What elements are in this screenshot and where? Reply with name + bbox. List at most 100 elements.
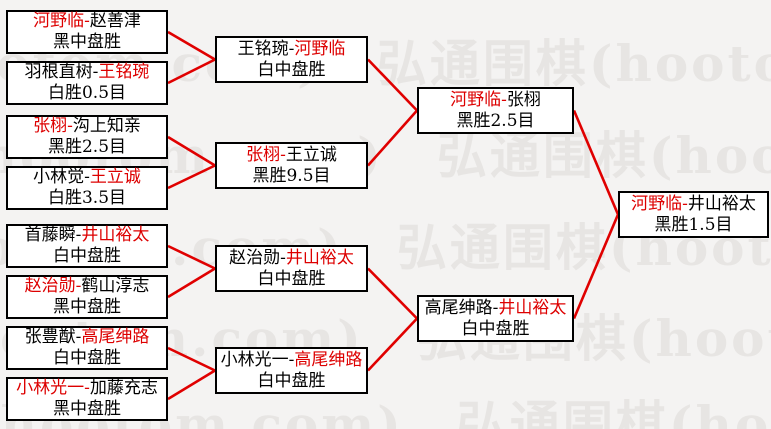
match-players: 王铭琬-河野临 xyxy=(238,39,346,60)
match-players: 小林光一-高尾绅路 xyxy=(221,350,363,371)
match-box-round-2-1: 王铭琬-河野临 白中盘胜 xyxy=(215,36,368,83)
connector-line xyxy=(572,213,620,320)
player2-name: 沟上知亲 xyxy=(72,116,141,136)
player1-name: 小林光一 xyxy=(220,349,289,370)
players-dash: - xyxy=(84,378,90,398)
match-box-round-1-6: 赵治勋-鹤山淳志 黑中盘胜 xyxy=(6,275,168,319)
players-dash: - xyxy=(288,38,295,59)
player2-name: 鹤山淳志 xyxy=(81,276,150,296)
match-result: 黑胜2.5目 xyxy=(456,110,535,131)
players-dash: - xyxy=(501,89,507,110)
match-result: 白中盘胜 xyxy=(53,246,121,266)
match-players: 首藤瞬-井山裕太 xyxy=(25,225,150,246)
player2-name: 王立诚 xyxy=(89,167,141,187)
player2-name: 王立诚 xyxy=(285,144,337,165)
player1-name: 赵治勋 xyxy=(229,247,281,268)
match-result: 黑中盘胜 xyxy=(53,32,121,52)
connector-line xyxy=(167,58,216,85)
players-dash: - xyxy=(67,116,73,136)
player1-name: 张栩 xyxy=(33,116,68,136)
match-result: 白中盘胜 xyxy=(257,370,326,391)
connector-line xyxy=(572,109,620,216)
match-box-round-2-4: 小林光一-高尾绅路 白中盘胜 xyxy=(215,347,368,394)
match-result: 白胜0.5目 xyxy=(47,83,127,103)
match-result: 白胜3.5目 xyxy=(47,188,127,208)
match-players: 张栩-王立诚 xyxy=(246,145,337,166)
match-box-final-1: 河野临-井山裕太 黑胜1.5目 xyxy=(618,191,769,238)
connector-line xyxy=(167,244,216,270)
match-box-semifinal-2: 高尾绅路-井山裕太 白中盘胜 xyxy=(417,295,574,342)
players-dash: - xyxy=(84,11,90,31)
match-box-round-1-4: 小林觉-王立诚 白胜3.5目 xyxy=(6,166,168,210)
match-players: 张栩-沟上知亲 xyxy=(33,116,141,137)
match-box-round-1-8: 小林光一-加藤充志 黑中盘胜 xyxy=(6,377,168,421)
players-dash: - xyxy=(75,225,82,245)
connector-line xyxy=(167,164,216,190)
player2-name: 赵善津 xyxy=(89,11,141,31)
player2-name: 加藤充志 xyxy=(89,378,158,398)
match-players: 羽根直树-王铭琬 xyxy=(25,62,150,83)
players-dash: - xyxy=(682,193,688,214)
players-dash: - xyxy=(75,327,82,347)
player1-name: 王铭琬 xyxy=(237,38,289,59)
connector-line xyxy=(167,346,216,372)
player2-name: 井山裕太 xyxy=(285,247,354,268)
match-box-round-2-3: 赵治勋-井山裕太 白中盘胜 xyxy=(215,245,368,292)
players-dash: - xyxy=(280,144,286,165)
match-box-round-1-1: 河野临-赵善津 黑中盘胜 xyxy=(6,10,168,54)
player1-name: 河野临 xyxy=(33,11,85,31)
match-result: 白中盘胜 xyxy=(53,348,121,368)
player2-name: 王铭琬 xyxy=(98,62,150,82)
players-dash: - xyxy=(492,297,499,318)
player2-name: 井山裕太 xyxy=(687,193,756,214)
match-result: 黑胜1.5目 xyxy=(654,214,733,235)
player1-name: 河野临 xyxy=(450,89,502,110)
match-players: 河野临-赵善津 xyxy=(33,11,141,32)
players-dash: - xyxy=(288,349,295,370)
player1-name: 小林觉 xyxy=(33,167,85,187)
players-dash: - xyxy=(92,62,99,82)
players-dash: - xyxy=(75,276,82,296)
connector-line xyxy=(367,58,418,112)
match-result: 黑中盘胜 xyxy=(53,399,121,419)
match-players: 河野临-张栩 xyxy=(450,90,541,111)
player1-name: 小林光一 xyxy=(16,378,85,398)
match-result: 黑胜9.5目 xyxy=(252,165,331,186)
match-result: 白中盘胜 xyxy=(257,268,326,289)
match-box-round-1-5: 首藤瞬-井山裕太 白中盘胜 xyxy=(6,224,168,268)
match-result: 白中盘胜 xyxy=(461,318,530,339)
connector-line xyxy=(367,109,418,167)
match-result: 黑胜2.5目 xyxy=(47,137,127,157)
player1-name: 高尾绅路 xyxy=(424,297,493,318)
match-box-round-2-2: 张栩-王立诚 黑胜9.5目 xyxy=(215,142,368,189)
player1-name: 张豊猷 xyxy=(24,327,76,347)
match-players: 张豊猷-高尾绅路 xyxy=(25,327,150,348)
connector-line xyxy=(167,267,216,299)
player1-name: 赵治勋 xyxy=(24,276,76,296)
match-box-round-1-2: 羽根直树-王铭琬 白胜0.5目 xyxy=(6,61,168,105)
match-result: 白中盘胜 xyxy=(257,59,326,80)
match-players: 小林光一-加藤充志 xyxy=(16,378,158,399)
connector-line xyxy=(167,369,216,401)
players-dash: - xyxy=(280,247,286,268)
connector-line xyxy=(167,30,216,61)
connector-line xyxy=(167,135,216,167)
match-players: 高尾绅路-井山裕太 xyxy=(425,298,567,319)
match-box-round-1-7: 张豊猷-高尾绅路 白中盘胜 xyxy=(6,326,168,370)
connector-line xyxy=(367,267,418,320)
player2-name: 高尾绅路 xyxy=(294,349,363,370)
player2-name: 张栩 xyxy=(506,89,541,110)
match-players: 赵治勋-鹤山淳志 xyxy=(25,276,150,297)
match-players: 赵治勋-井山裕太 xyxy=(229,248,354,269)
players-dash: - xyxy=(84,167,90,187)
player1-name: 首藤瞬 xyxy=(24,225,76,245)
player2-name: 河野临 xyxy=(294,38,346,59)
match-box-semifinal-1: 河野临-张栩 黑胜2.5目 xyxy=(417,87,574,134)
player2-name: 井山裕太 xyxy=(81,225,150,245)
match-players: 小林觉-王立诚 xyxy=(33,167,141,188)
connector-line xyxy=(367,317,418,372)
match-players: 河野临-井山裕太 xyxy=(631,194,756,215)
player2-name: 高尾绅路 xyxy=(81,327,150,347)
